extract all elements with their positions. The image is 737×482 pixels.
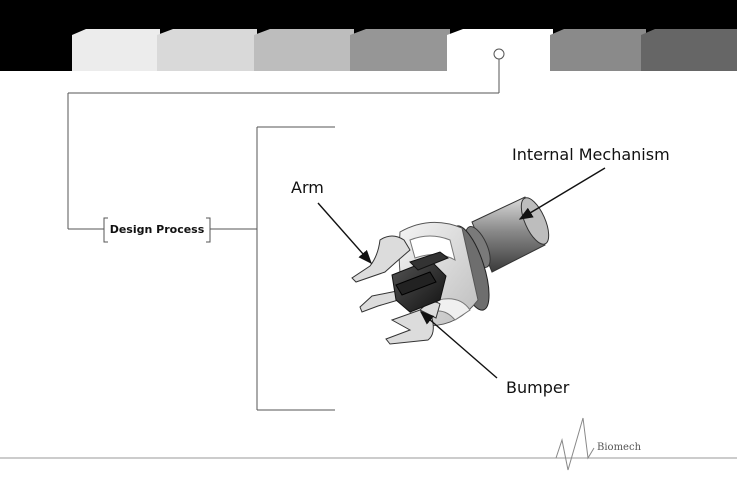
mechanism-illustration: [351, 196, 550, 345]
bumper-arrow: [419, 311, 498, 379]
internal-mechanism-arrow: [518, 167, 606, 220]
tab-shape: [254, 29, 354, 71]
section-label-brackets: [103, 217, 211, 243]
arm-parts: [351, 235, 441, 345]
tab-shape: [350, 29, 450, 71]
callout-internal-mechanism: Internal Mechanism: [512, 145, 670, 164]
section-label-text: Design Process: [109, 223, 205, 236]
tab-shape: [641, 29, 737, 71]
arm-arrow: [317, 202, 372, 265]
callout-bumper: Bumper: [506, 378, 570, 397]
callout-arm: Arm: [291, 178, 324, 197]
tab-connector-line: [67, 48, 505, 230]
top-navigation-bar: [0, 0, 737, 71]
nav-tab-7[interactable]: [641, 29, 737, 71]
footer-brand: Biomech: [597, 442, 642, 453]
tab-shape: [157, 29, 257, 71]
content-bracket: [256, 126, 335, 411]
nav-tab-2[interactable]: [157, 29, 257, 71]
nav-tab-1[interactable]: [72, 29, 160, 71]
nav-tab-4[interactable]: [350, 29, 450, 71]
footer-rule: [0, 417, 737, 471]
tab-shape: [72, 29, 160, 71]
nav-tab-6[interactable]: [550, 29, 646, 71]
bumper-core: [391, 251, 450, 313]
tab-shape: [550, 29, 646, 71]
section-label[interactable]: Design Process: [104, 218, 210, 242]
nav-tab-3[interactable]: [254, 29, 354, 71]
